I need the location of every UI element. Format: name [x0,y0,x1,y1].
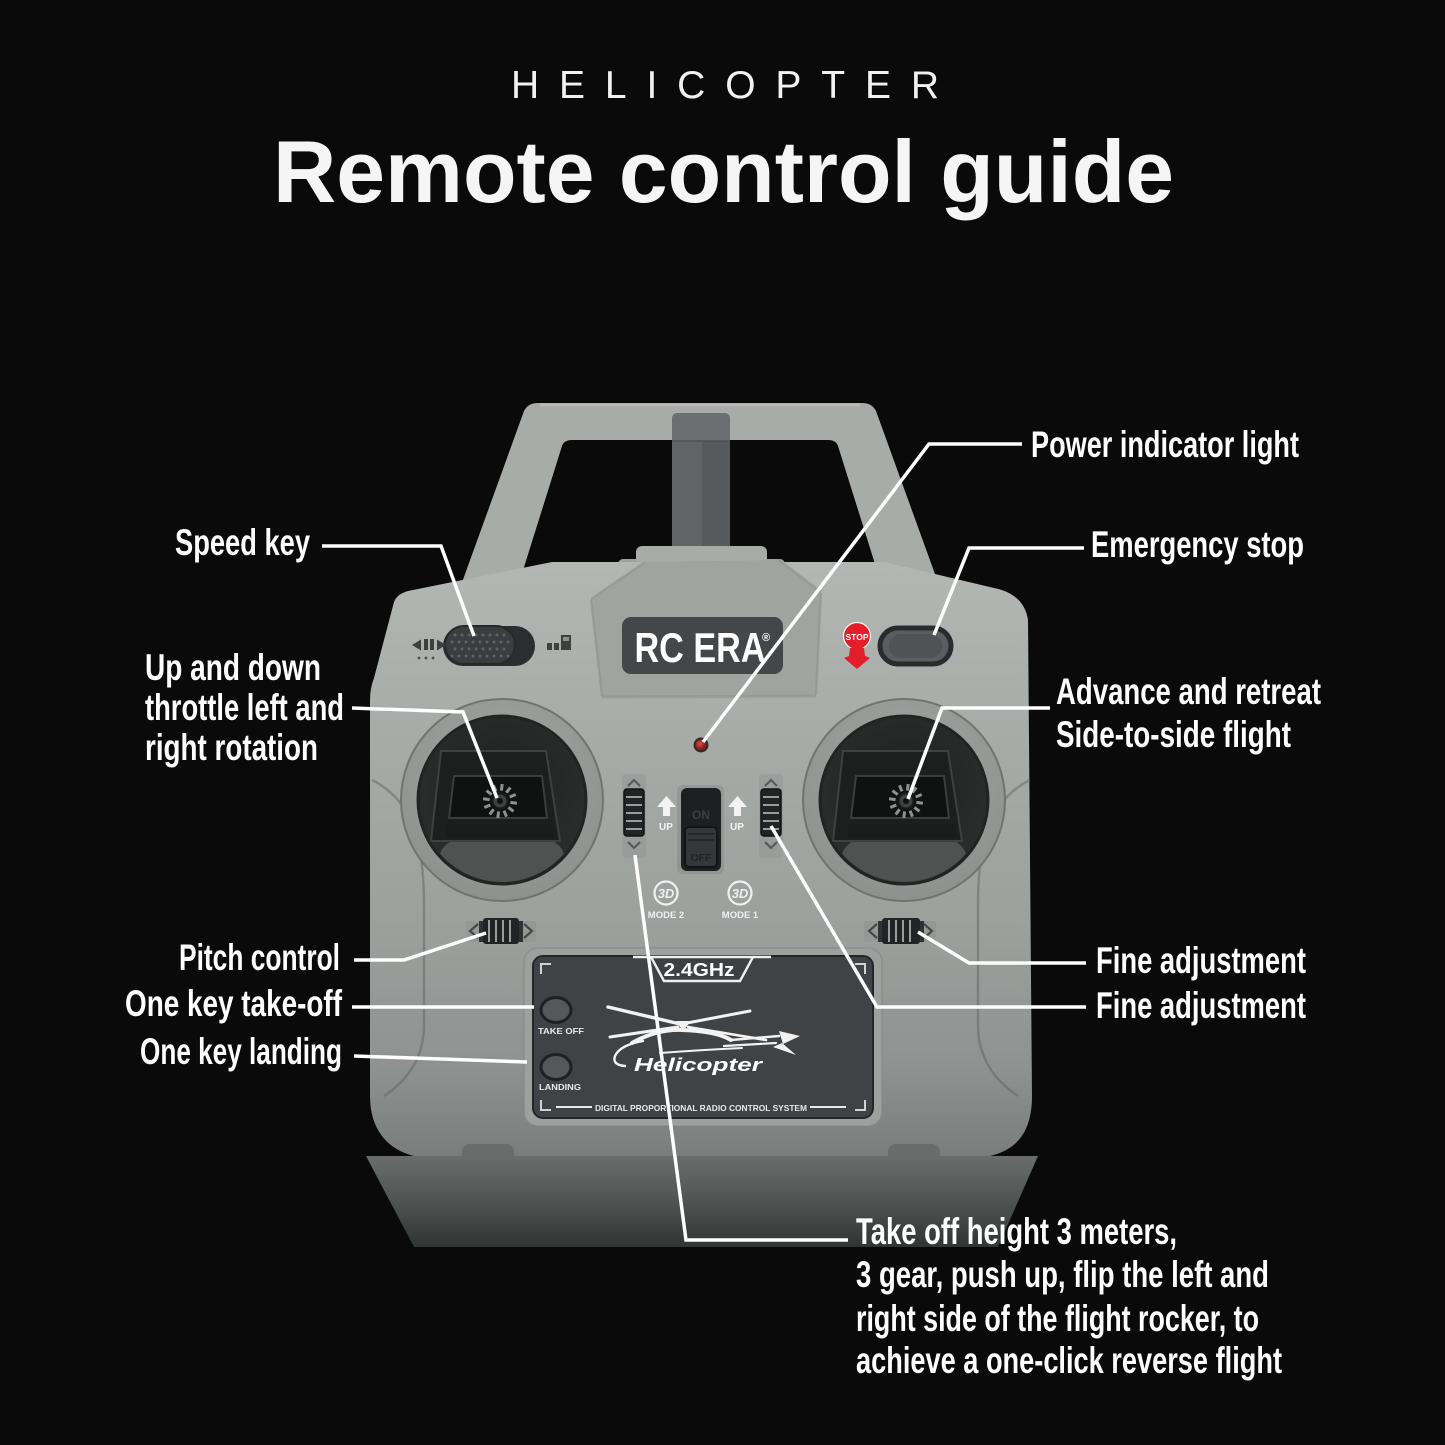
svg-text:3 gear, push up, flip the left: 3 gear, push up, flip the left and [856,1254,1269,1295]
svg-text:right side of the flight rocke: right side of the flight rocker, to [856,1298,1259,1339]
svg-text:UP: UP [659,822,673,833]
svg-text:TAKE OFF: TAKE OFF [538,1026,584,1036]
svg-text:Helicopter: Helicopter [634,1055,763,1075]
svg-text:OFF: OFF [691,852,713,864]
svg-text:DIGITAL PROPORTIONAL RADIO CON: DIGITAL PROPORTIONAL RADIO CONTROL SYSTE… [595,1103,807,1113]
svg-text:LANDING: LANDING [539,1082,581,1092]
svg-text:®: ® [762,632,770,644]
svg-text:UP: UP [730,822,744,833]
svg-text:One key take-off: One key take-off [125,983,343,1024]
svg-text:3D: 3D [732,886,749,901]
svg-text:2.4GHz: 2.4GHz [664,960,735,980]
svg-text:3D: 3D [658,886,675,901]
svg-text:Emergency stop: Emergency stop [1091,524,1304,565]
svg-text:Remote control guide: Remote control guide [273,122,1174,221]
svg-text:achieve a one-click reverse fl: achieve a one-click reverse flight [856,1340,1282,1381]
svg-text:Advance and retreat: Advance and retreat [1056,671,1321,712]
svg-text:HELICOPTER: HELICOPTER [511,64,939,107]
svg-text:Side-to-side flight: Side-to-side flight [1056,714,1291,755]
svg-text:Speed key: Speed key [175,522,310,563]
svg-text:MODE 1: MODE 1 [722,910,759,921]
svg-text:Up and down: Up and down [145,647,321,688]
svg-text:Take off height 3 meters,: Take off height 3 meters, [856,1211,1177,1252]
svg-text:Fine adjustment: Fine adjustment [1096,985,1306,1026]
svg-text:One key landing: One key landing [140,1031,342,1072]
svg-text:Power indicator light: Power indicator light [1031,424,1299,465]
svg-text:MODE 2: MODE 2 [648,910,684,921]
svg-text:ON: ON [692,808,710,822]
svg-text:STOP: STOP [846,632,869,642]
svg-text:Fine adjustment: Fine adjustment [1096,940,1306,981]
svg-text:RC ERA: RC ERA [635,624,766,671]
svg-text:throttle left and: throttle left and [145,687,344,728]
svg-text:right rotation: right rotation [145,727,318,768]
svg-text:Pitch control: Pitch control [179,937,340,978]
